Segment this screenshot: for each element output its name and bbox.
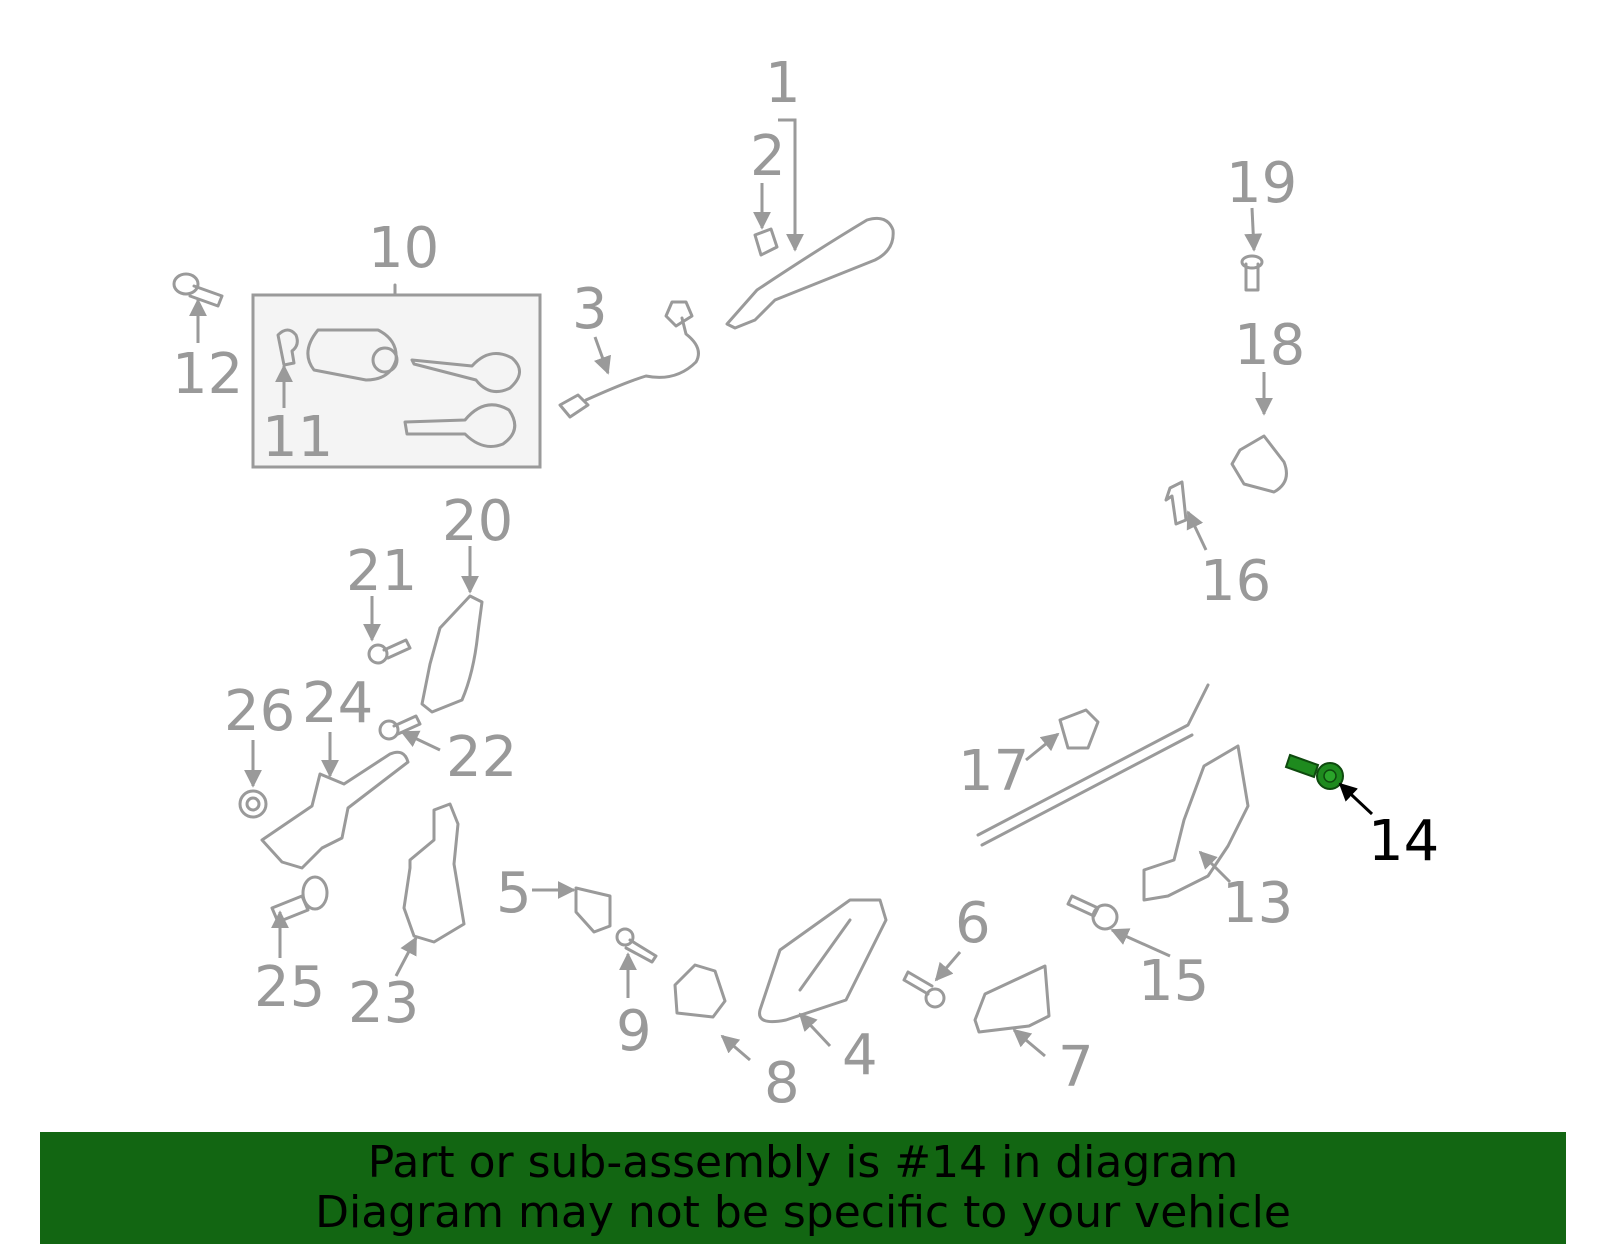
label-2: 2 [750,124,786,189]
clip-5[interactable] [574,886,612,934]
pin-16[interactable] [1164,480,1188,526]
label-10: 10 [368,216,439,281]
bolt-21[interactable] [367,638,412,665]
bracket-23[interactable] [402,802,466,944]
bolt-14-highlighted[interactable] [1284,753,1344,790]
screw-9[interactable] [615,927,658,964]
label-21: 21 [346,539,417,604]
label-3: 3 [572,277,608,342]
label-20: 20 [442,489,513,554]
door-latch-13[interactable] [976,683,1250,902]
parts-diagram: 1 2 3 10 12 11 19 18 16 20 21 26 24 22 1… [172,51,1439,1116]
screw-6[interactable] [902,970,946,1009]
banner-line-1: Part or sub-assembly is #14 in diagram [367,1137,1239,1188]
label-7: 7 [1058,1035,1094,1100]
label-18: 18 [1234,313,1305,378]
hinge-24[interactable] [260,750,410,870]
label-6: 6 [955,891,991,956]
label-25: 25 [254,955,325,1020]
label-15: 15 [1138,949,1209,1014]
label-24: 24 [302,671,373,736]
actuator-8[interactable] [673,963,727,1019]
cover-7[interactable] [973,964,1051,1034]
bolt-22[interactable] [378,714,422,741]
connector-17[interactable] [1058,708,1100,750]
label-12: 12 [172,342,243,407]
lock-cylinder-set[interactable] [251,283,542,469]
label-16: 16 [1200,549,1271,614]
bolt-15[interactable] [1066,894,1119,931]
inner-handle-4[interactable] [758,898,888,1024]
banner-line-2: Diagram may not be specific to your vehi… [315,1187,1291,1238]
part-labels: 1 2 3 10 12 11 19 18 16 20 21 26 24 22 1… [172,51,1439,1116]
label-23: 23 [348,971,419,1036]
label-19: 19 [1226,151,1297,216]
info-banner: Part or sub-assembly is #14 in diagram D… [40,1132,1566,1244]
label-8: 8 [764,1051,800,1116]
label-1: 1 [765,51,801,116]
leader-arrows [189,118,1374,1062]
bracket-18[interactable] [1230,434,1288,494]
screw-19[interactable] [1240,254,1264,292]
handle-cable[interactable] [558,300,700,419]
label-4: 4 [842,1023,878,1088]
label-17: 17 [958,739,1029,804]
label-9: 9 [616,999,652,1064]
label-13: 13 [1222,871,1293,936]
label-14: 14 [1368,809,1439,874]
label-26: 26 [224,679,295,744]
label-5: 5 [496,861,532,926]
label-22: 22 [446,725,517,790]
label-11: 11 [262,405,333,470]
door-check-20[interactable] [420,594,484,714]
nut-26[interactable] [238,789,268,819]
outer-handle[interactable] [725,216,895,330]
